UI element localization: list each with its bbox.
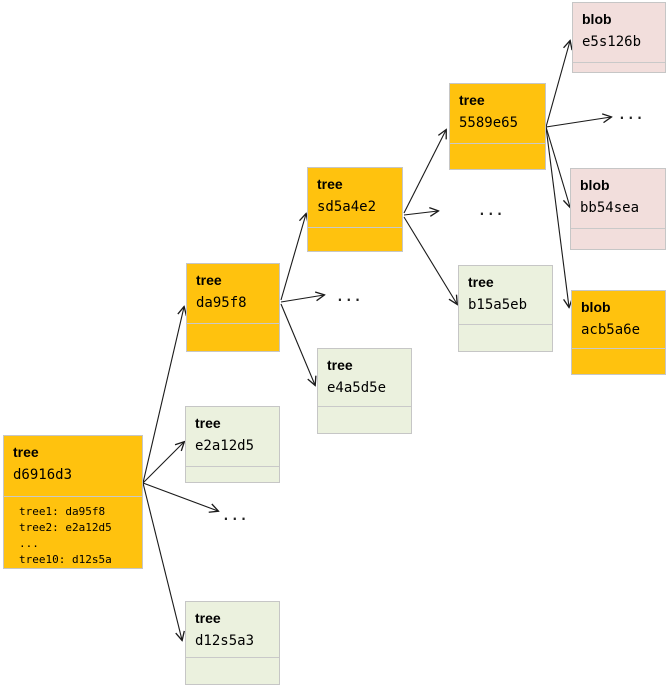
node-tree-e4a5d5e: tree e4a5d5e xyxy=(317,348,412,434)
node-hash: d6916d3 xyxy=(13,467,73,483)
node-entry-list: tree1: da95f8 tree2: e2a12d5 ... tree10:… xyxy=(4,496,142,568)
arrow-d6916d3-da95f8 xyxy=(142,307,184,484)
node-body-empty xyxy=(187,323,279,351)
arrow-5589e65-bb54sea xyxy=(545,126,570,207)
node-header: tree e2a12d5 xyxy=(186,407,279,466)
node-hash: e4a5d5e xyxy=(327,380,387,396)
node-hash: d12s5a3 xyxy=(195,633,255,649)
node-hash: da95f8 xyxy=(196,295,247,311)
node-type-label: tree xyxy=(317,176,343,192)
ellipsis-more-children-of-da95f8: ... xyxy=(336,290,363,305)
node-type-label: tree xyxy=(468,274,494,290)
node-hash: sd5a4e2 xyxy=(317,199,377,215)
arrow-da95f8-e4a5d5e xyxy=(280,303,315,385)
tree-entry: tree10: d12s5a xyxy=(19,553,112,566)
node-hash: e5s126b xyxy=(582,34,642,50)
node-type-label: blob xyxy=(580,177,610,193)
arrow-da95f8-more xyxy=(280,295,324,303)
node-body-empty xyxy=(450,143,545,169)
node-header: blob acb5a6e xyxy=(572,291,665,348)
arrow-5589e65-more xyxy=(545,117,611,128)
node-type-label: tree xyxy=(327,357,353,373)
node-body-empty xyxy=(573,62,665,72)
node-header: tree d6916d3 xyxy=(4,436,142,496)
node-body-empty xyxy=(459,324,552,351)
ellipsis-more-children-of-sd5a4e2: ... xyxy=(478,204,505,219)
node-header: tree sd5a4e2 xyxy=(308,168,402,227)
node-tree-d12s5a3: tree d12s5a3 xyxy=(185,601,280,685)
node-tree-da95f8: tree da95f8 xyxy=(186,263,280,352)
tree-entry: tree2: e2a12d5 xyxy=(19,521,112,534)
arrow-d6916d3-more xyxy=(142,482,218,511)
node-hash: 5589e65 xyxy=(459,115,519,131)
node-header: blob bb54sea xyxy=(571,169,665,228)
node-header: tree 5589e65 xyxy=(450,84,545,143)
node-body-empty xyxy=(571,228,665,249)
arrow-d6916d3-d12s5a3 xyxy=(142,482,182,640)
node-tree-5589e65: tree 5589e65 xyxy=(449,83,546,170)
ellipsis-more-children-of-d6916d3: ... xyxy=(222,509,249,524)
node-header: blob e5s126b xyxy=(573,3,665,62)
node-type-label: tree xyxy=(459,92,485,108)
node-body-empty xyxy=(308,227,402,251)
node-header: tree b15a5eb xyxy=(459,266,552,324)
arrow-d6916d3-e2a12d5 xyxy=(142,442,184,484)
arrow-sd5a4e2-5589e65 xyxy=(403,130,446,214)
node-tree-b15a5eb: tree b15a5eb xyxy=(458,265,553,352)
node-body-empty xyxy=(572,348,665,374)
node-tree-sd5a4e2: tree sd5a4e2 xyxy=(307,167,403,252)
arrow-sd5a4e2-b15a5eb xyxy=(403,216,457,304)
node-body-empty xyxy=(186,657,279,684)
arrow-sd5a4e2-more xyxy=(403,211,438,215)
arrow-da95f8-sd5a4e2 xyxy=(280,214,306,301)
ellipsis-more-children-of-5589e65: ... xyxy=(618,108,645,123)
node-type-label: blob xyxy=(581,299,611,315)
node-blob-acb5a6e: blob acb5a6e xyxy=(571,290,666,375)
node-header: tree da95f8 xyxy=(187,264,279,323)
node-type-label: tree xyxy=(196,272,222,288)
node-tree-e2a12d5: tree e2a12d5 xyxy=(185,406,280,483)
node-header: tree d12s5a3 xyxy=(186,602,279,657)
node-body-empty xyxy=(186,466,279,482)
node-hash: b15a5eb xyxy=(468,297,528,313)
arrow-5589e65-e5s126b xyxy=(545,41,570,128)
tree-entry: tree1: da95f8 xyxy=(19,505,106,518)
node-blob-bb54sea: blob bb54sea xyxy=(570,168,666,250)
node-type-label: tree xyxy=(13,444,39,460)
node-body-empty xyxy=(318,406,411,433)
node-tree-d6916d3: tree d6916d3 tree1: da95f8 tree2: e2a12d… xyxy=(3,435,143,569)
node-hash: e2a12d5 xyxy=(195,438,255,454)
node-blob-e5s126b: blob e5s126b xyxy=(572,2,666,73)
node-type-label: blob xyxy=(582,11,612,27)
node-type-label: tree xyxy=(195,610,221,626)
node-type-label: tree xyxy=(195,415,221,431)
node-header: tree e4a5d5e xyxy=(318,349,411,406)
node-hash: bb54sea xyxy=(580,200,640,216)
node-hash: acb5a6e xyxy=(581,322,641,338)
tree-entry-ellipsis: ... xyxy=(19,537,39,550)
